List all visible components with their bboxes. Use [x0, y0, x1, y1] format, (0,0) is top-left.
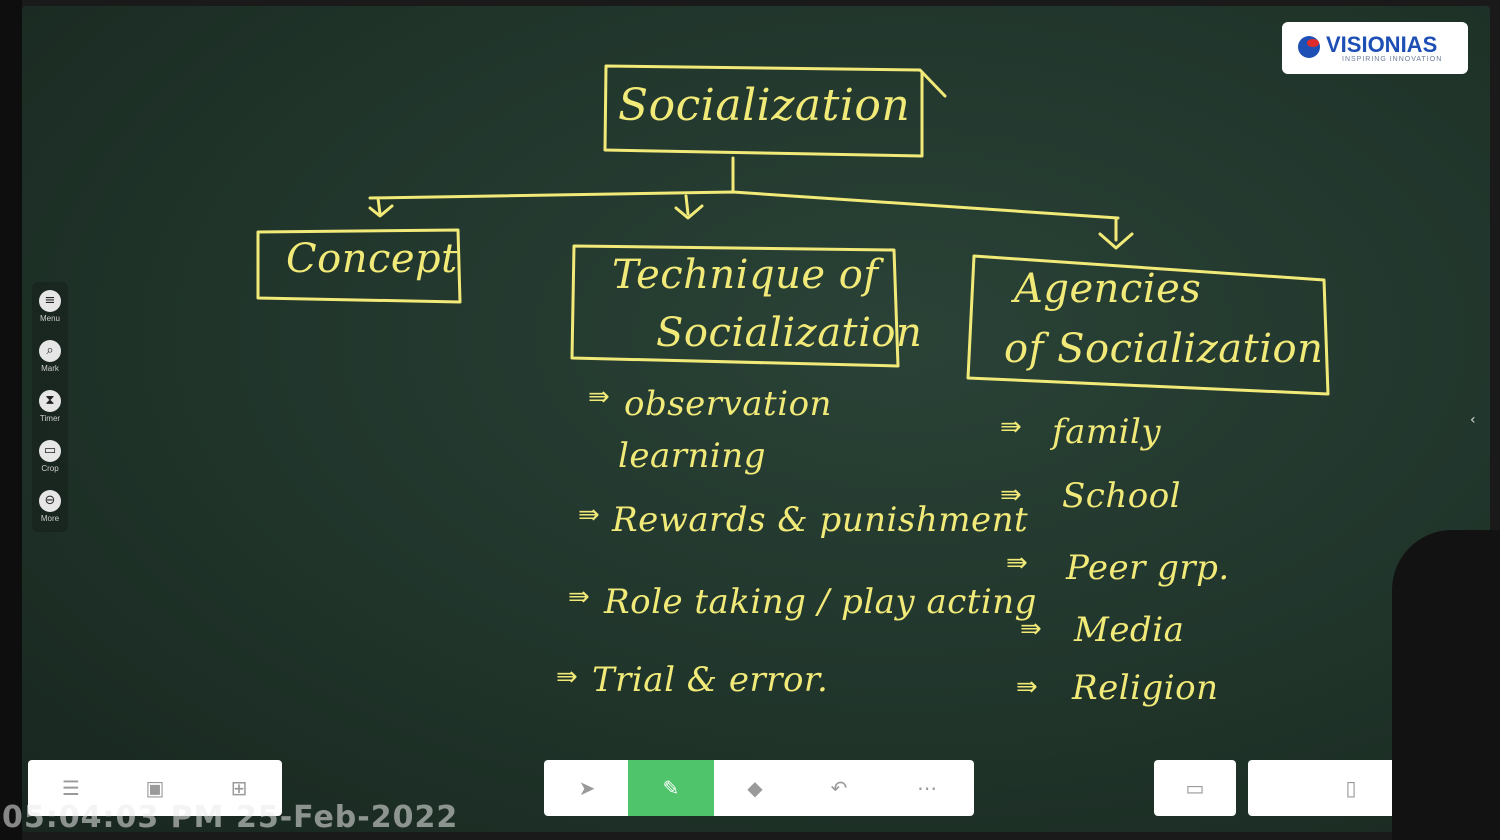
bullet-arrow-icon: ⇛ [578, 500, 600, 530]
bullet-arrow-icon: ⇛ [556, 662, 578, 692]
branch-drop-left [368, 196, 394, 218]
globe-icon [1298, 36, 1320, 58]
agency-item: School [1062, 476, 1182, 516]
pen-icon[interactable]: ✎ [628, 760, 714, 816]
branch-drop-right [1098, 216, 1134, 250]
agencies-box [966, 254, 1330, 396]
tool-menu[interactable]: ≡ Menu [34, 286, 66, 332]
bullet-arrow-icon: ⇛ [1016, 672, 1038, 702]
bottom-toolbar-main: ➤ ✎ ◆ ↶ ⋯ [544, 760, 974, 816]
recording-timestamp: 05:04:03 PM 25-Feb-2022 [2, 800, 459, 835]
bullet-arrow-icon: ⇛ [1020, 614, 1042, 644]
bullet-arrow-icon: ⇛ [1006, 548, 1028, 578]
technique-item: Role taking / play acting [604, 582, 1037, 622]
tool-timer[interactable]: ⧗ Timer [34, 386, 66, 432]
bullet-arrow-icon: ⇛ [1000, 412, 1022, 442]
tool-mark[interactable]: ⌕ Mark [34, 336, 66, 382]
monitor-icon: ▭ [1185, 776, 1205, 800]
hourglass-icon: ⧗ [39, 390, 61, 412]
tool-label: Timer [39, 414, 61, 423]
bullet-arrow-icon: ⇛ [588, 382, 610, 412]
technique-item: learning [618, 436, 766, 476]
screen-bezel [0, 0, 22, 840]
branch-drop-mid [674, 194, 704, 220]
agency-item: Religion [1072, 668, 1219, 708]
search-icon: ⌕ [39, 340, 61, 362]
chevron-left-icon[interactable]: ‹ [1470, 412, 1476, 428]
tool-crop[interactable]: ▭ Crop [34, 436, 66, 482]
tool-label: Menu [39, 314, 60, 323]
pointer-icon[interactable]: ➤ [578, 776, 596, 800]
window-icon[interactable]: ▣ [145, 776, 165, 800]
agency-item: Peer grp. [1066, 548, 1230, 588]
chalkboard [22, 6, 1490, 832]
crop-icon: ▭ [39, 440, 61, 462]
tool-more[interactable]: ⊖ More [34, 486, 66, 532]
branch-line [368, 190, 1120, 220]
tool-label: Mark [41, 364, 59, 373]
menu-icon: ≡ [39, 290, 61, 312]
branch-agencies-line1: Agencies [1014, 266, 1202, 312]
technique-item: Rewards & punishment [612, 500, 1029, 540]
logo-tagline: INSPIRING INNOVATION [1342, 56, 1443, 63]
branch-concept: Concept [286, 236, 458, 282]
screen-button[interactable]: ▭ [1154, 760, 1236, 816]
technique-box [570, 244, 900, 368]
map-title: Socialization [618, 80, 911, 131]
side-toolbar: ≡ Menu ⌕ Mark ⧗ Timer ▭ Crop ⊖ More [32, 282, 68, 532]
minus-icon: ⊖ [39, 490, 61, 512]
agency-item: Media [1074, 610, 1185, 650]
list-icon[interactable]: ☰ [62, 776, 80, 800]
branch-technique-line2: Socialization [656, 310, 923, 356]
undo-icon[interactable]: ↶ [830, 776, 848, 800]
technique-item: Trial & error. [592, 660, 829, 700]
agency-item: family [1052, 412, 1162, 452]
tool-label: More [40, 514, 60, 523]
concept-box [256, 228, 462, 304]
bottom-toolbar-left: ☰ ▣ ⊞ [28, 760, 282, 816]
branch-technique-line1: Technique of [612, 252, 879, 298]
eraser-icon[interactable]: ◆ [747, 776, 763, 800]
tool-label: Crop [41, 464, 59, 473]
title-box [603, 64, 947, 158]
presenter-silhouette [1392, 530, 1500, 840]
branch-agencies-line2: of Socialization [1004, 326, 1324, 372]
page-icon: ▯ [1345, 776, 1357, 800]
bullet-arrow-icon: ⇛ [1000, 480, 1022, 510]
logo-brand: VISIONIAS [1326, 32, 1438, 57]
more-icon[interactable]: ⋯ [917, 776, 937, 800]
bullet-arrow-icon: ⇛ [568, 582, 590, 612]
grid-icon[interactable]: ⊞ [230, 776, 248, 800]
page-button[interactable]: ▯ [1248, 760, 1396, 816]
technique-item: observation [624, 384, 832, 424]
visionias-logo: VISIONIAS INSPIRING INNOVATION [1282, 22, 1468, 74]
